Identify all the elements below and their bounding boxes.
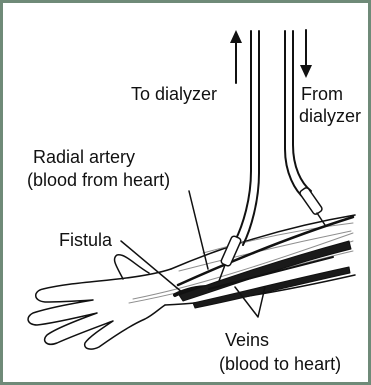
tube-to-dialyzer xyxy=(235,31,259,245)
to-dialyzer-label: To dialyzer xyxy=(131,83,217,105)
arrow-down-icon xyxy=(300,30,312,78)
fistula-label: Fistula xyxy=(59,229,112,251)
veins-label-line1: Veins xyxy=(225,329,269,351)
veins-label-line2: (blood to heart) xyxy=(219,353,341,375)
radial-artery-label-line1: Radial artery xyxy=(33,146,135,168)
fistula-leader-line xyxy=(121,241,183,293)
radial-artery-label-line2: (blood from heart) xyxy=(27,169,170,191)
from-dialyzer-label-line2: dialyzer xyxy=(299,105,361,127)
illustration xyxy=(3,3,371,385)
hand-outline xyxy=(28,269,171,349)
needle-vein xyxy=(299,187,325,225)
from-dialyzer-label-line1: From xyxy=(301,83,343,105)
arrow-up-icon xyxy=(230,30,242,83)
tendons xyxy=(129,223,353,303)
